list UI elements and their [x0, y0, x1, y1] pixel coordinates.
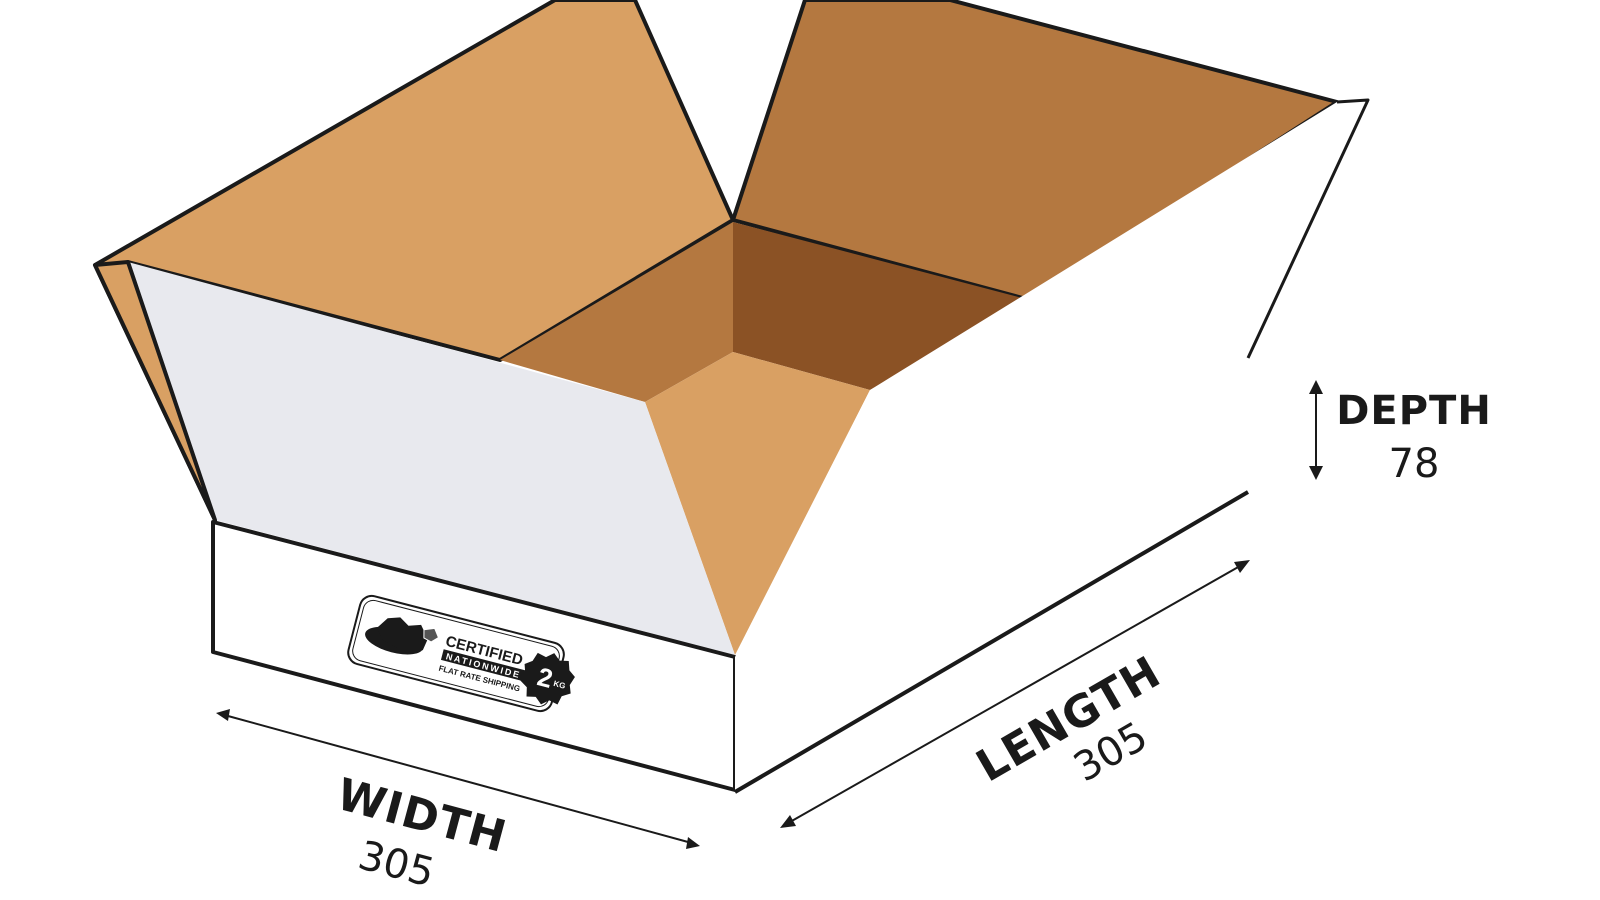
right-wall-bottom-edge [733, 490, 1250, 794]
weight-badge: 2 KG [520, 652, 575, 705]
right-flap [735, 100, 1368, 790]
left-flap-edge [93, 260, 217, 522]
width-arrow [216, 709, 700, 849]
depth-arrow-head-top [1309, 380, 1323, 394]
certified-logo: CERTIFIED NATIONWIDE FLAT RATE SHIPPING … [347, 594, 575, 713]
inner-floor [645, 352, 870, 655]
length-label: LENGTH [968, 647, 1169, 793]
weight-unit: KG [553, 679, 567, 691]
logo-nationwide-band [440, 649, 529, 682]
inner-back-right-wall [733, 222, 1030, 390]
back-right-flap [731, 0, 1339, 302]
front-left-flap [128, 262, 735, 655]
inner-back-left-wall [500, 222, 733, 402]
depth-arrow [1309, 380, 1323, 480]
australia-map-icon [365, 617, 440, 655]
length-arrow-head-end [1234, 560, 1250, 573]
length-arrow-head-start [780, 815, 796, 828]
right-flap-outline [1246, 98, 1370, 359]
weight-badge-seal [520, 652, 575, 705]
width-arrow-head-end [686, 837, 700, 849]
length-arrow [780, 560, 1250, 828]
width-arrow-head-start [216, 709, 230, 721]
depth-label: DEPTH [1336, 388, 1492, 434]
depth-value: 78 [1389, 441, 1440, 487]
depth-arrow-head-bottom [1309, 466, 1323, 480]
